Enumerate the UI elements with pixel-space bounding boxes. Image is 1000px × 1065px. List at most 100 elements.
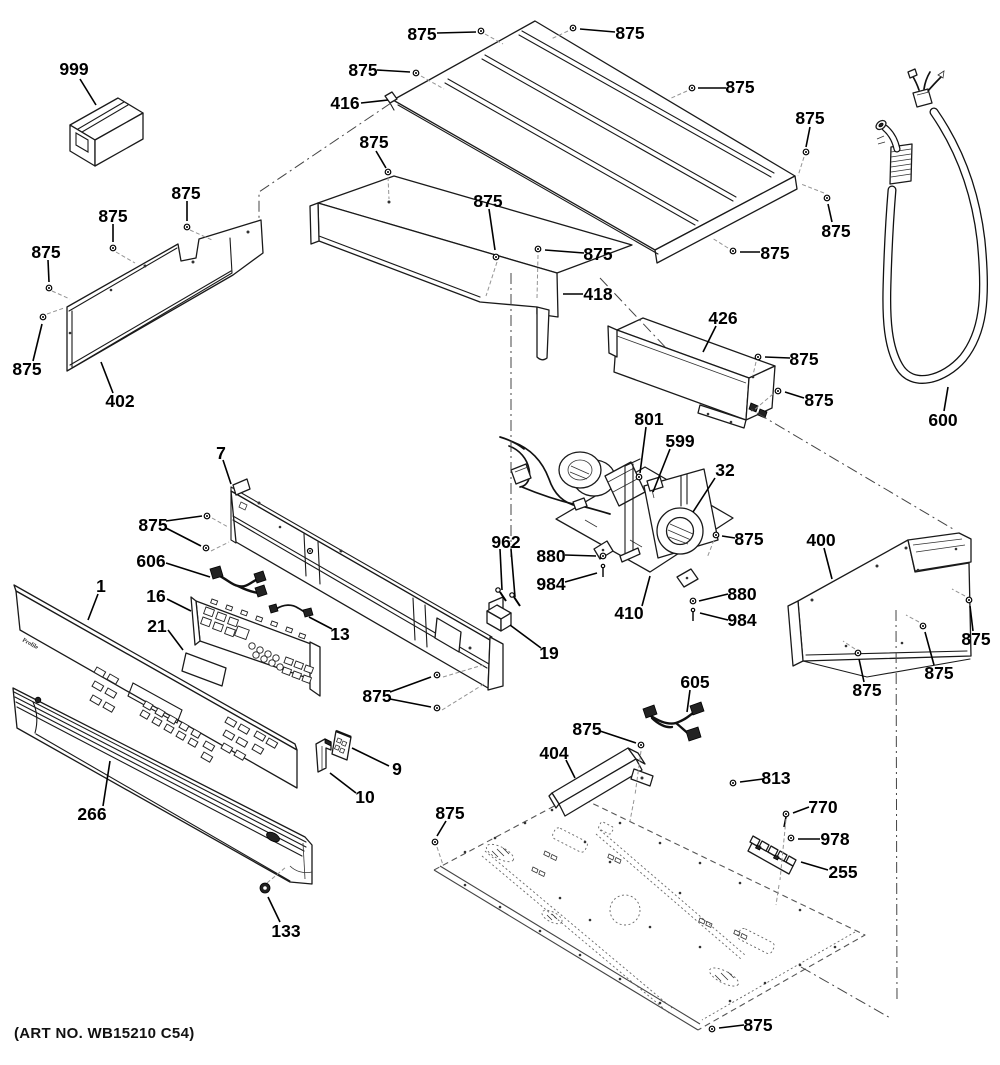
- cord-connector: [912, 88, 933, 108]
- projection-line: [951, 588, 966, 597]
- part-callout-1: 1: [96, 576, 106, 596]
- part-callout-875: 875: [821, 221, 850, 241]
- leader-line: [784, 391, 805, 399]
- leader-line: [87, 593, 99, 621]
- leader-line: [165, 515, 203, 522]
- projection-line: [797, 156, 805, 177]
- part-callout-266: 266: [77, 804, 106, 824]
- part-callout-16: 16: [146, 586, 166, 606]
- screw-icon: [602, 555, 604, 557]
- leader-line: [823, 547, 833, 580]
- projection-line: [629, 799, 635, 822]
- leader-line: [166, 598, 192, 612]
- leader-line: [739, 778, 764, 783]
- part-callout-875: 875: [171, 183, 200, 203]
- part-callout-770: 770: [808, 797, 837, 817]
- display-window: [127, 682, 183, 724]
- spacer-block-999: [69, 97, 144, 167]
- trim-266: [12, 687, 313, 885]
- part-callout-875: 875: [852, 680, 881, 700]
- leader-line: [699, 612, 729, 621]
- leader-line: [641, 575, 651, 607]
- projection-line: [115, 251, 136, 264]
- screw-icon: [387, 171, 389, 173]
- projection-line: [442, 664, 484, 678]
- terminal-block-255: [747, 835, 797, 875]
- leader-line: [222, 459, 232, 485]
- side-panel-400: [787, 532, 972, 678]
- part-callout-7: 7: [216, 443, 226, 463]
- part-callout-605: 605: [680, 672, 709, 692]
- screw-icon: [205, 547, 207, 549]
- screw-icon: [415, 72, 417, 74]
- part-callout-875: 875: [572, 719, 601, 739]
- leader-line: [565, 759, 576, 779]
- control-board-16: [190, 596, 321, 697]
- part-callout-880: 880: [727, 584, 756, 604]
- part-callout-984: 984: [727, 610, 756, 630]
- screw-icon: [757, 356, 759, 358]
- part-callout-999: 999: [59, 59, 88, 79]
- top-panel-416: [384, 20, 798, 264]
- part-callout-19: 19: [539, 643, 559, 663]
- leader-line: [102, 760, 111, 807]
- leader-line: [564, 554, 597, 557]
- part-callout-875: 875: [473, 191, 502, 211]
- screw-icon: [640, 744, 642, 746]
- leader-line: [167, 629, 184, 651]
- part-callout-984: 984: [536, 574, 565, 594]
- screw-icon: [968, 599, 970, 601]
- stud-984-right: [690, 607, 696, 621]
- part-callout-875: 875: [743, 1015, 772, 1035]
- clip-10: [315, 738, 332, 773]
- screw-icon: [777, 390, 779, 392]
- leader-line: [858, 658, 865, 683]
- grommet-133: [259, 866, 287, 894]
- leader-line: [499, 548, 503, 591]
- leader-line: [329, 772, 357, 794]
- part-callout-875: 875: [359, 132, 388, 152]
- clip-9: [331, 729, 352, 761]
- projection-line: [46, 307, 65, 315]
- leader-line: [792, 806, 810, 814]
- projection-line: [420, 75, 445, 90]
- leader-line: [488, 208, 496, 251]
- leader-line: [165, 562, 211, 578]
- projection-line: [775, 884, 780, 906]
- projection-line: [484, 33, 504, 45]
- part-callout-978: 978: [820, 829, 849, 849]
- part-callout-402: 402: [105, 391, 134, 411]
- part-callout-426: 426: [708, 308, 737, 328]
- screw-icon: [826, 197, 828, 199]
- leader-line: [510, 548, 516, 598]
- projection-line: [800, 183, 825, 194]
- heater-box-426: [607, 317, 776, 429]
- screw-icon: [434, 841, 436, 843]
- leader-line: [564, 572, 598, 583]
- numeric-keypad: [139, 700, 202, 748]
- leader-line: [579, 28, 616, 33]
- jumper-wire-13: [268, 603, 314, 618]
- leader-line: [800, 861, 829, 871]
- leader-line: [943, 386, 949, 412]
- wire-harness-605: [642, 701, 705, 742]
- screw-icon: [537, 248, 539, 250]
- leader-line: [702, 325, 717, 353]
- projection-line: [211, 517, 229, 528]
- keypad-left-cluster: [89, 666, 120, 713]
- leader-line: [969, 605, 974, 632]
- projection-line: [210, 541, 230, 552]
- leader-line: [165, 527, 202, 547]
- part-callout-255: 255: [828, 862, 857, 882]
- corner-bracket-416: [384, 91, 398, 104]
- part-callout-875: 875: [725, 77, 754, 97]
- part-callout-875: 875: [615, 23, 644, 43]
- screw-icon: [711, 1028, 713, 1030]
- part-callout-875: 875: [924, 663, 953, 683]
- projection-line: [51, 290, 71, 300]
- label-sticker-21: [181, 652, 227, 687]
- part-callout-875: 875: [760, 243, 789, 263]
- part-callout-875: 875: [138, 515, 167, 535]
